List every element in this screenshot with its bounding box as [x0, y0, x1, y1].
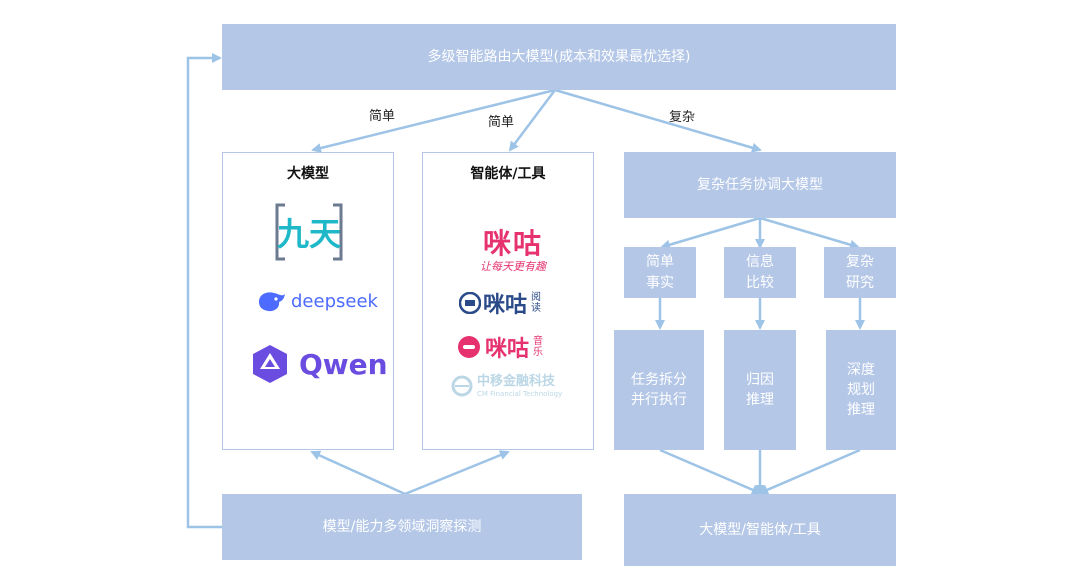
migu-music-text: 咪咕 [485, 337, 530, 362]
migu-slogan-text: 让每天更有趣 [480, 260, 546, 273]
complex-coordinator-box: 复杂任务协调大模型 [624, 152, 896, 218]
subtask-simple-fact: 简单 事实 [624, 247, 696, 298]
result-deep-planning: 深度 规划 推理 [826, 330, 896, 450]
migu-logo: 咪咕 让每天更有趣 [463, 229, 563, 281]
branch-label-simple-mid: 简单 [488, 115, 515, 130]
complex-coordinator-label: 复杂任务协调大模型 [697, 176, 823, 193]
deepseek-logo: deepseek [257, 285, 387, 317]
branch-label-simple-left: 简单 [369, 109, 396, 124]
probe-box: 模型/能力多领域洞察探测 [222, 494, 582, 560]
result-deep-planning-label: 深度 规划 推理 [847, 361, 875, 419]
arrow-simple-left [311, 88, 556, 153]
arrow-coord-sub1 [660, 216, 761, 250]
router-model-box: 多级智能路由大模型(成本和效果最优选择) [222, 24, 896, 90]
agents-tools-panel-title: 智能体/工具 [470, 166, 546, 182]
output-box-label: 大模型/智能体/工具 [699, 521, 821, 538]
arrow-probe-agents [404, 450, 510, 496]
qwen-logo: Qwen [249, 341, 389, 387]
subtask-complex-research-label: 复杂 研究 [846, 254, 874, 291]
subtask-complex-research: 复杂 研究 [824, 247, 896, 298]
cm-finance-logo: 中移金融科技 CM Financial Technology [451, 369, 573, 403]
arrow-probe-models [310, 450, 406, 496]
deepseek-logo-text: deepseek [291, 290, 378, 312]
migu-logo-text: 咪咕 [482, 227, 543, 260]
arrow-coord-sub3 [759, 216, 860, 250]
arrow-res1-out [659, 448, 762, 495]
migu-reading-text: 咪咕 [483, 293, 528, 318]
jiutian-logo-text: 九天 [277, 215, 341, 253]
feedback-loop-arrow [186, 53, 222, 529]
result-attribution-label: 归因 推理 [746, 371, 774, 408]
subtask-simple-fact-label: 简单 事实 [646, 254, 674, 291]
result-attribution: 归因 推理 [724, 330, 796, 450]
cm-finance-text: 中移金融科技 [477, 373, 556, 389]
subtask-info-compare: 信息 比较 [724, 247, 796, 298]
migu-music-logo: 咪咕 音乐 [457, 331, 567, 363]
arrow-res3-out [758, 448, 861, 495]
agents-tools-panel: 智能体/工具 咪咕 让每天更有趣 咪咕 阅读 咪咕 音乐 中移金融科技 CM F… [422, 152, 594, 450]
qwen-star-icon [253, 345, 287, 383]
branch-label-complex: 复杂 [669, 110, 696, 125]
migu-reading-sub: 阅读 [531, 292, 542, 314]
output-box: 大模型/智能体/工具 [624, 494, 896, 566]
models-panel-title: 大模型 [287, 166, 329, 182]
models-panel: 大模型 九天 deepseek Qwen [222, 152, 394, 450]
result-parallel-exec: 任务拆分 并行执行 [614, 330, 704, 450]
qwen-logo-text: Qwen [299, 347, 388, 381]
router-model-label: 多级智能路由大模型(成本和效果最优选择) [427, 48, 691, 65]
arrow-complex [554, 88, 762, 153]
migu-reading-logo: 咪咕 阅读 [459, 287, 569, 319]
probe-box-label: 模型/能力多领域洞察探测 [322, 518, 482, 535]
jiutian-logo: 九天 [271, 199, 347, 265]
arrow-simple-mid [508, 89, 556, 152]
cm-finance-sub: CM Financial Technology [477, 389, 563, 398]
migu-music-sub: 音乐 [533, 336, 544, 358]
subtask-info-compare-label: 信息 比较 [746, 254, 774, 291]
result-parallel-exec-label: 任务拆分 并行执行 [631, 371, 687, 408]
cm-finance-icon [451, 375, 473, 397]
book-icon [459, 292, 481, 314]
deepseek-whale-icon [259, 292, 285, 312]
music-icon [458, 336, 480, 358]
